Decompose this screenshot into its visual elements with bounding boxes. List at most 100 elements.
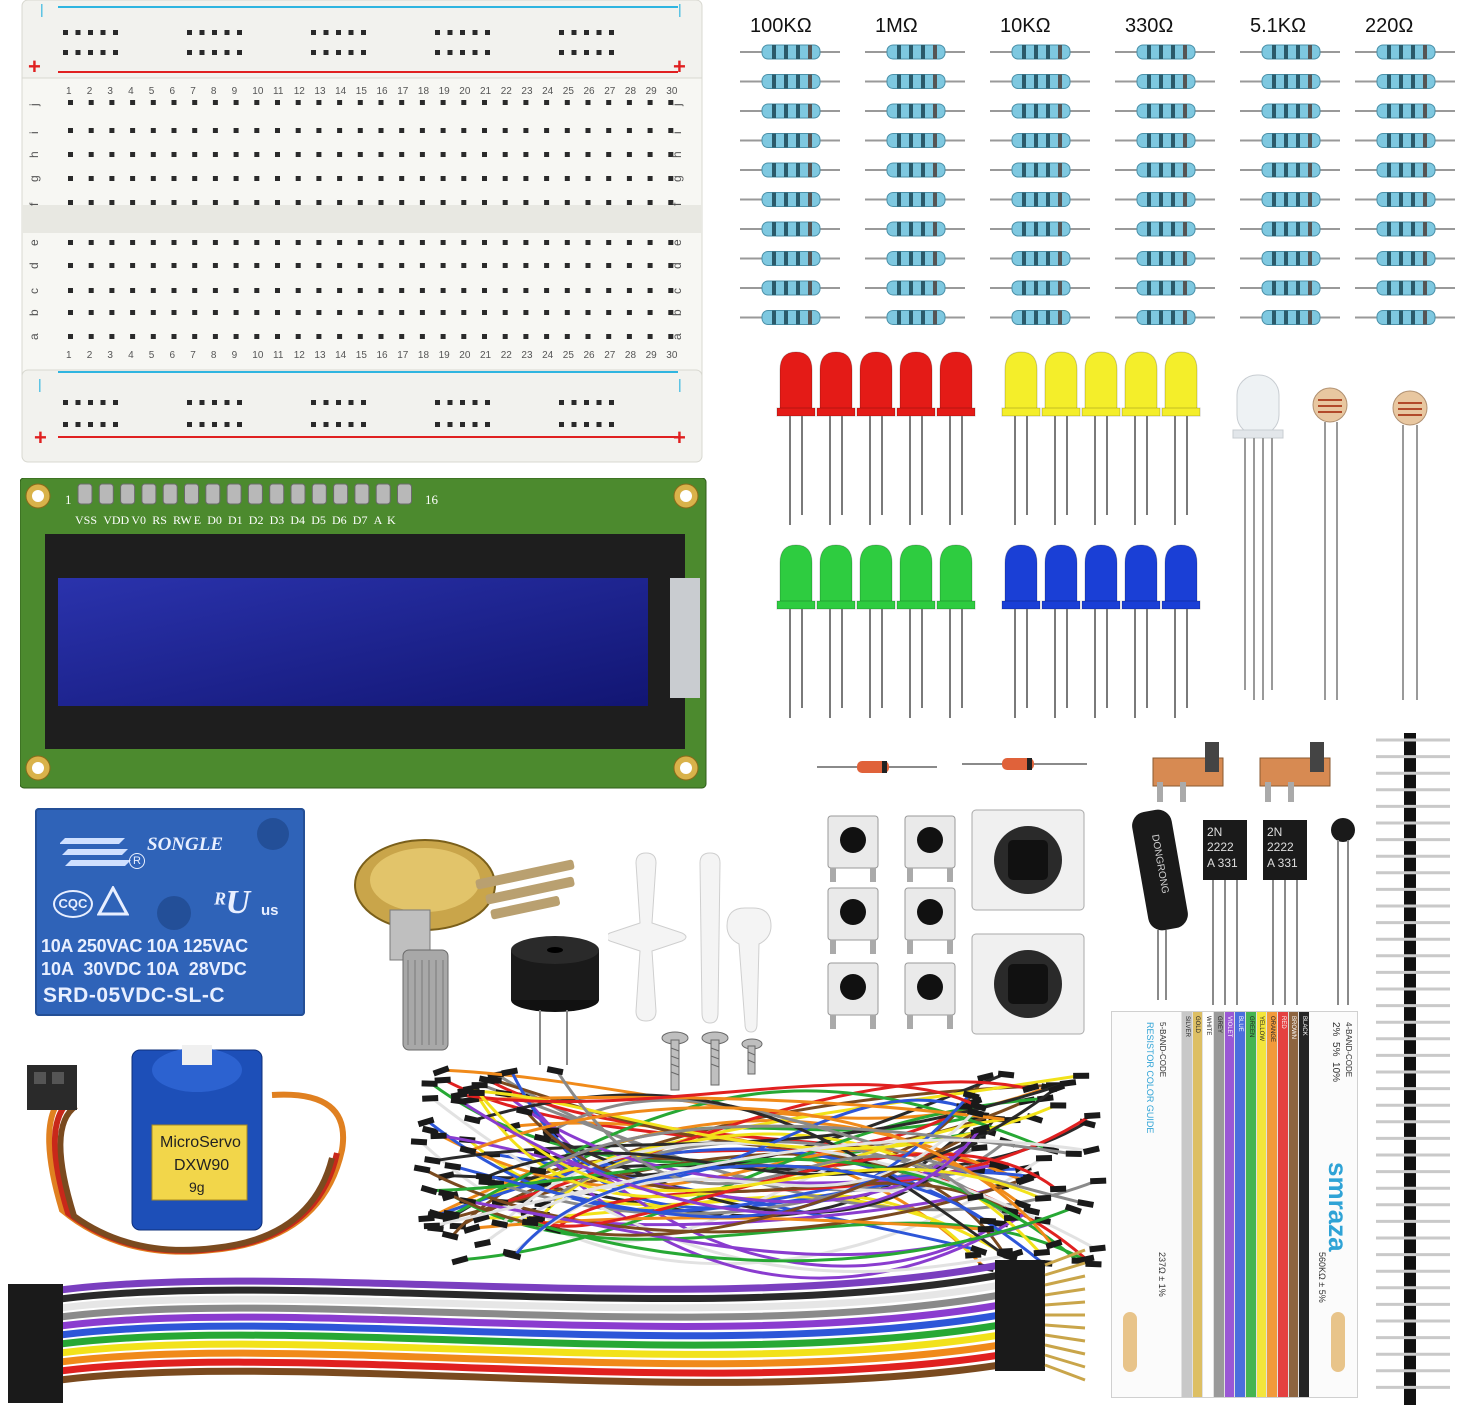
column-number: 13 <box>314 350 326 361</box>
column-number: 30 <box>666 86 678 97</box>
column-number: 5 <box>149 86 155 97</box>
resistor <box>761 44 821 60</box>
guide-title-4band: 4-BAND-CODE <box>1344 1022 1353 1078</box>
resistor <box>761 74 821 89</box>
plus-sign-bottom: + <box>34 425 47 450</box>
resistor <box>1011 310 1071 325</box>
resistor <box>1376 103 1436 119</box>
row-letter: c <box>670 288 684 294</box>
relay-coil-dot <box>157 896 191 930</box>
guide-resistor-icon <box>1331 1312 1345 1372</box>
guide-band <box>1287 1012 1299 1397</box>
dupont-connector <box>995 1350 1045 1361</box>
column-number: 28 <box>625 350 637 361</box>
breadboard: 1122334455667788991010111112121313141415… <box>21 0 703 463</box>
jumper-wire <box>485 1087 1056 1179</box>
guide-title-5band: 5-BAND-CODE <box>1158 1022 1167 1078</box>
jumper-wire <box>423 1168 1023 1234</box>
resistor <box>1376 251 1436 266</box>
lcd-pin-label: D4 <box>290 513 305 527</box>
ribbon-wire <box>59 1311 1001 1340</box>
resistor <box>1376 133 1436 148</box>
resistor <box>1261 310 1321 325</box>
lcd-pin-label: D3 <box>270 513 285 527</box>
resistor <box>1261 221 1321 237</box>
resistor <box>1376 192 1436 207</box>
column-number: 25 <box>563 86 575 97</box>
resistor <box>886 44 946 60</box>
column-number: 10 <box>252 350 264 361</box>
dupont-connector <box>995 1320 1045 1331</box>
resistor <box>1136 133 1196 148</box>
column-number: 27 <box>604 350 616 361</box>
led <box>896 351 936 525</box>
led <box>1041 544 1081 718</box>
resistor <box>761 280 821 296</box>
resistor-value-label: 100KΩ <box>750 15 812 37</box>
transistor-line1: 2N <box>1267 825 1282 839</box>
row-letter: h <box>27 151 41 158</box>
column-number: 28 <box>625 86 637 97</box>
resistor <box>1011 192 1071 207</box>
guide-band <box>1266 1012 1277 1397</box>
guide-example-5band: 237Ω ± 1% <box>1157 1252 1167 1297</box>
row-letter: c <box>27 288 41 294</box>
guide-band <box>1234 1012 1245 1397</box>
jumper-wire <box>477 1092 1042 1200</box>
dupont-connector <box>995 1360 1045 1371</box>
ul-mark: ᴿU <box>213 884 251 921</box>
resistor <box>1011 44 1071 60</box>
guide-subtitle: RESISTOR COLOR GUIDE <box>1145 1022 1155 1134</box>
jumper-wire <box>552 1098 1084 1205</box>
plus-sign-bottom-right: + <box>673 425 686 450</box>
led <box>776 544 816 718</box>
column-number: 20 <box>459 86 471 97</box>
resistor <box>1261 192 1321 207</box>
column-number: 17 <box>397 350 409 361</box>
transistor-line3: A 331 <box>1207 856 1238 870</box>
resistor-value-label: 1MΩ <box>875 15 918 37</box>
resistor <box>1376 74 1436 89</box>
tactile-button <box>827 815 879 882</box>
rgb-led <box>1232 374 1284 700</box>
column-number: 6 <box>170 86 176 97</box>
column-number: 1 <box>66 86 72 97</box>
screws <box>661 1031 763 1091</box>
jumper-wire <box>531 1207 1072 1263</box>
column-number: 26 <box>584 86 596 97</box>
jumper-wire <box>460 1099 981 1215</box>
lcd-pin <box>375 483 391 505</box>
column-number: 18 <box>418 86 430 97</box>
column-number: 8 <box>211 86 217 97</box>
jumper-wire <box>525 1110 1010 1213</box>
column-number: 23 <box>521 86 533 97</box>
row-letter: d <box>27 262 41 269</box>
lcd-pin-label: VDD <box>103 513 129 527</box>
minus-sign-top-right: | <box>678 1 682 17</box>
led <box>1041 351 1081 525</box>
resistor <box>761 221 821 237</box>
resistor <box>1136 192 1196 207</box>
column-number: 5 <box>149 350 155 361</box>
column-number: 29 <box>646 350 658 361</box>
songle-logo-icon <box>59 833 140 873</box>
lcd-pin <box>120 483 136 505</box>
guide-color-name: YELLOW <box>1258 1016 1265 1042</box>
transistors: 2N 2222 A 331 2N 2222 A 331 <box>1203 818 1355 1005</box>
led <box>856 544 896 718</box>
resistor-value-label: 330Ω <box>1125 15 1173 37</box>
column-number: 23 <box>521 350 533 361</box>
column-number: 30 <box>666 350 678 361</box>
jumper-wire <box>473 1093 1005 1256</box>
resistor <box>886 310 946 325</box>
plus-sign-top-right: + <box>673 54 686 79</box>
led <box>936 544 976 718</box>
lcd-pin-label: D0 <box>207 513 222 527</box>
minus-sign-top: | <box>40 1 44 17</box>
guide-band <box>1191 1012 1203 1397</box>
ribbon-wire <box>59 1361 1001 1386</box>
ribbon-wire <box>59 1291 1001 1321</box>
